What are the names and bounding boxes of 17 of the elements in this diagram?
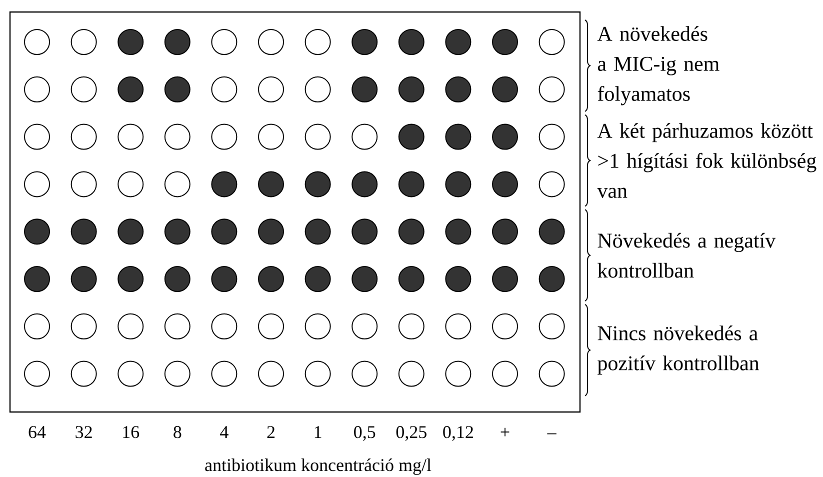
column-label: 32 <box>76 426 92 438</box>
column-label: 4 <box>220 426 228 438</box>
column-label: 1 <box>314 426 322 438</box>
column-label: 16 <box>123 426 140 438</box>
column-label: 0,12 <box>443 426 473 441</box>
column-label: 2 <box>267 426 275 438</box>
column-label: 0,25 <box>396 426 426 441</box>
annotation: Nincs növekedés a pozitív kontrollban <box>598 326 760 375</box>
annotation: Növekedés a negatív kontrollban <box>598 232 776 278</box>
column-label: 64 <box>28 426 46 438</box>
column-label: – <box>547 433 556 434</box>
annotation: A növekedés a MIC-ig nem folyamatos <box>597 26 720 106</box>
axis-label: antibiotikum koncentráció mg/l <box>205 458 432 475</box>
column-label: 8 <box>174 426 182 438</box>
column-label: + <box>500 428 510 436</box>
annotation: A két párhuzamos között >1 hígítási fok különbség van <box>597 123 816 198</box>
column-label: 0,5 <box>354 426 376 441</box>
